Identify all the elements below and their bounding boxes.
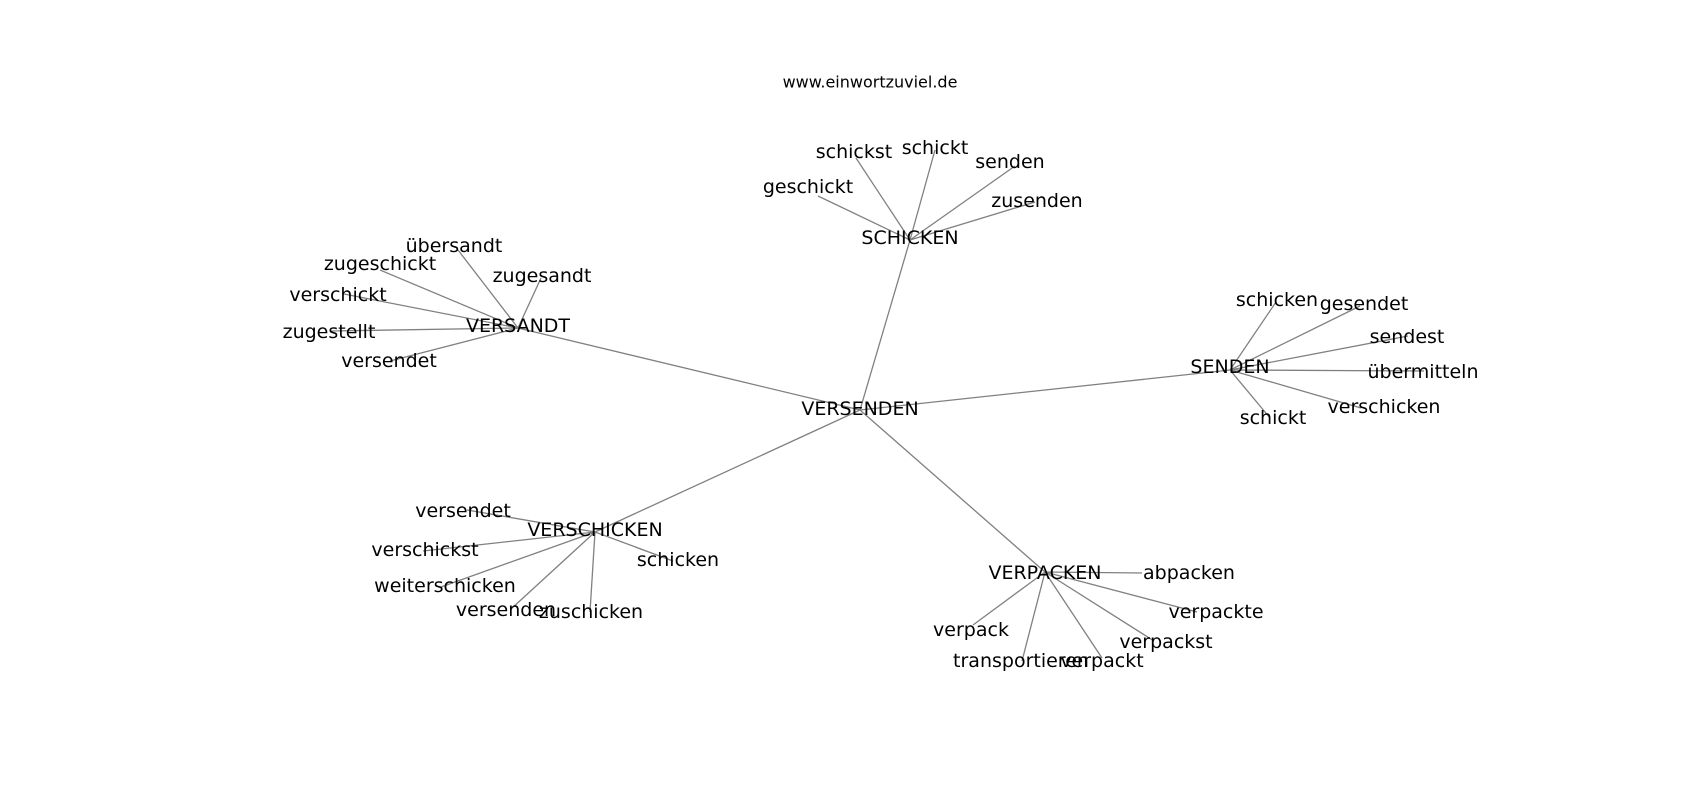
edge-verpacken-verpack (972, 571, 1046, 626)
hub-node-verpacken: VERPACKEN (988, 562, 1101, 584)
edge-verpacken-verpackte (1044, 571, 1198, 613)
word-node-schicken-geschickt: geschickt (763, 176, 853, 198)
edge-verpacken-abpacken (1044, 571, 1143, 574)
word-node-versandt-zugesandt: zugesandt (493, 265, 592, 287)
edge-verschicken-verschickst (422, 531, 596, 552)
word-node-senden-verschicken: verschicken (1328, 396, 1441, 418)
edge-verpacken-transportieren (1021, 571, 1046, 662)
edge-senden-verschicken (1229, 369, 1362, 409)
word-node-verpacken-verpack: verpack (933, 619, 1009, 641)
root-node-label: VERSENDEN (801, 398, 918, 420)
edge-senden-schicken (1229, 301, 1277, 371)
hub-node-schicken: SCHICKEN (861, 227, 958, 249)
word-node-versandt-verschickt: verschickt (289, 284, 386, 306)
word-node-verpacken-verpackt: verpackt (1060, 650, 1143, 672)
word-node-schicken-senden: senden (975, 151, 1044, 173)
word-node-verschicken-zuschicken: zuschicken (539, 601, 643, 623)
hub-node-verschicken: VERSCHICKEN (527, 519, 662, 541)
edge-senden-gesendet (1229, 305, 1361, 371)
edge-root-versandt (517, 327, 861, 411)
word-node-verpacken-transportieren: transportieren (953, 650, 1089, 672)
word-node-verschicken-versenden: versenden (456, 599, 556, 621)
edge-schicken-geschickt (817, 195, 911, 241)
word-node-verschicken-schicken: schicken (637, 549, 719, 571)
edge-senden-sendest (1229, 335, 1409, 371)
word-node-senden-sendest: sendest (1370, 326, 1445, 348)
word-node-schicken-schickt: schickt (902, 137, 969, 159)
edge-root-senden (859, 369, 1231, 411)
word-node-versandt-zugestellt: zugestellt (283, 321, 376, 343)
hub-node-senden: SENDEN (1190, 356, 1269, 378)
edge-verschicken-zuschicken (589, 531, 596, 613)
edge-verschicken-versendet (466, 509, 596, 533)
edge-schicken-senden (909, 165, 1016, 241)
edge-verschicken-weiterschicken (440, 531, 596, 588)
word-node-verschicken-verschickst: verschickst (371, 539, 478, 561)
edge-verschicken-schicken (594, 531, 674, 562)
word-node-verschicken-weiterschicken: weiterschicken (374, 575, 516, 597)
word-node-versandt-versendet: versendet (341, 350, 437, 372)
edge-schicken-schickt (909, 149, 936, 241)
word-node-verpacken-verpackte: verpackte (1168, 601, 1263, 623)
word-node-schicken-zusenden: zusenden (991, 190, 1082, 212)
edge-senden-schickt (1229, 369, 1271, 419)
edge-verpacken-verpackst (1044, 571, 1155, 642)
edge-versandt-uebersandt (457, 249, 519, 329)
edge-root-verpacken (859, 409, 1046, 573)
edge-senden-uebermitteln (1229, 369, 1425, 372)
edge-verpacken-verpackt (1044, 571, 1103, 659)
word-node-verschicken-versendet: versendet (415, 500, 511, 522)
edge-verschicken-versenden (510, 531, 596, 610)
edges-layer (329, 149, 1425, 662)
edge-versandt-zugeschickt (379, 269, 519, 329)
site-url-label: www.einwortzuviel.de (783, 73, 958, 92)
word-node-versandt-uebersandt: übersandt (406, 235, 503, 257)
word-node-senden-schickt: schickt (1240, 407, 1307, 429)
word-node-senden-schicken: schicken (1236, 289, 1318, 311)
edge-versandt-versendet (389, 327, 519, 362)
word-node-verpacken-verpackst: verpackst (1119, 631, 1212, 653)
edge-root-schicken (859, 239, 911, 411)
hub-node-versandt: VERSANDT (466, 315, 570, 337)
edge-root-verschicken (594, 409, 861, 533)
labels-layer: VERSENDEN SCHICKEN geschickt schickst schick… (283, 137, 1479, 672)
word-node-schicken-schickst: schickst (816, 141, 892, 163)
edge-schicken-schickst (855, 157, 911, 241)
edge-schicken-zusenden (909, 201, 1036, 241)
edge-versandt-zugesandt (517, 277, 542, 329)
edge-versandt-verschickt (343, 293, 519, 329)
word-node-senden-uebermitteln: übermitteln (1368, 361, 1479, 383)
word-node-versandt-zugeschickt: zugeschickt (324, 253, 436, 275)
edge-versandt-zugestellt (329, 327, 519, 332)
word-node-senden-gesendet: gesendet (1320, 293, 1409, 315)
word-node-verpacken-abpacken: abpacken (1143, 562, 1235, 584)
